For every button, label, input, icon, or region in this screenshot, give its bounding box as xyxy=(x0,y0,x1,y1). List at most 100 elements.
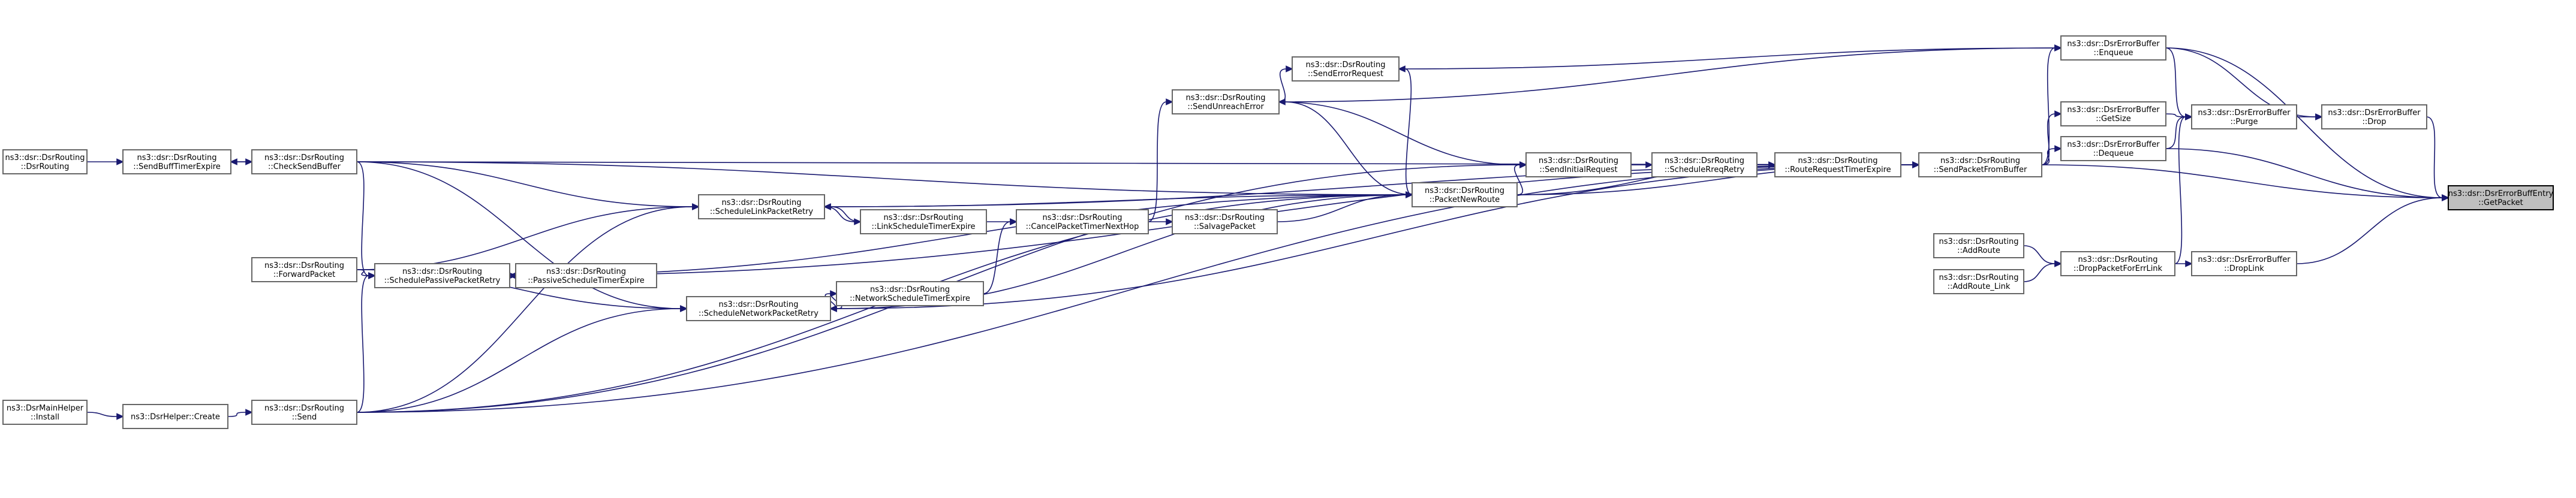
graph-node-schedulepassivepacketretry[interactable]: ns3::dsr::DsrRouting::SchedulePassivePac… xyxy=(374,263,510,288)
graph-node-salvagepacket[interactable]: ns3::dsr::DsrRouting::SalvagePacket xyxy=(1172,209,1278,234)
node-label-line: ::Enqueue xyxy=(2094,49,2133,58)
node-label-line: ns3::dsr::DsrErrorBuffer xyxy=(2198,108,2291,117)
graph-node-send[interactable]: ns3::dsr::DsrRouting::Send xyxy=(251,400,357,425)
graph-node-sendinitialrequest[interactable]: ns3::dsr::DsrRouting::SendInitialRequest xyxy=(1525,152,1632,177)
node-label-line: ns3::dsr::DsrRouting xyxy=(2078,255,2158,264)
graph-node-getpacket[interactable]: ns3::dsr::DsrErrorBuffEntry::GetPacket xyxy=(2448,185,2554,210)
graph-node-linkscheduletimerexpire[interactable]: ns3::dsr::DsrRouting::LinkScheduleTimerE… xyxy=(860,209,987,234)
node-label-line: ::ScheduleRreqRetry xyxy=(1665,165,1745,174)
graph-node-droppacketforerrlink[interactable]: ns3::dsr::DsrRouting::DropPacketForErrLi… xyxy=(2060,251,2175,276)
node-label-line: ns3::dsr::DsrRouting xyxy=(722,198,802,207)
node-box xyxy=(836,281,984,306)
node-label-line: ns3::dsr::DsrRouting xyxy=(1306,61,1386,70)
edge-arrowhead xyxy=(692,203,700,210)
node-box xyxy=(251,400,357,425)
graph-node-sendbufftimerexpire[interactable]: ns3::dsr::DsrRouting::SendBuffTimerExpir… xyxy=(122,149,231,174)
edge-arrowhead xyxy=(2054,110,2062,117)
graph-node-senderrorrequest[interactable]: ns3::dsr::DsrRouting::SendErrorRequest xyxy=(1292,56,1400,82)
node-box xyxy=(1016,209,1149,234)
node-label-line: ::Send xyxy=(292,413,317,422)
node-label-line: ns3::dsr::DsrRouting xyxy=(137,153,217,162)
graph-node-droplink[interactable]: ns3::dsr::DsrErrorBuffer::DropLink xyxy=(2191,251,2297,276)
node-box xyxy=(2,400,88,425)
node-box xyxy=(686,296,831,321)
node-label-line: ns3::dsr::DsrErrorBuffer xyxy=(2067,140,2160,149)
edge-arrowhead xyxy=(1645,161,1653,168)
node-box xyxy=(1525,152,1632,177)
edge-arrowhead xyxy=(1166,218,1173,225)
edge-line xyxy=(356,161,681,309)
node-box xyxy=(1172,89,1280,114)
node-label-line: ::SendBuffTimerExpire xyxy=(133,162,221,171)
edge-arrowhead xyxy=(1286,65,1293,73)
edge-arrowhead xyxy=(2054,260,2062,267)
edge-line xyxy=(1398,47,2056,70)
graph-node-dsrrouting[interactable]: ns3::dsr::DsrRouting::DsrRouting xyxy=(2,149,88,174)
graph-node-purge[interactable]: ns3::dsr::DsrErrorBuffer::Purge xyxy=(2191,104,2297,129)
graph-node-checksendbuffer[interactable]: ns3::dsr::DsrRouting::CheckSendBuffer xyxy=(251,149,357,174)
edge-line xyxy=(2165,116,2186,149)
node-label-line: ns3::dsr::DsrRouting xyxy=(1798,156,1878,165)
node-label-line: ns3::dsr::DsrErrorBuffEntry xyxy=(2448,189,2554,198)
node-label-line: ns3::dsr::DsrErrorBuffer xyxy=(2067,105,2160,114)
node-label-line: ::AddRoute_Link xyxy=(1948,282,2011,291)
graph-node-sendpacketfrombuffer[interactable]: ns3::dsr::DsrRouting::SendPacketFromBuff… xyxy=(1918,152,2042,177)
graph-node-routerequesttimerexpire[interactable]: ns3::dsr::DsrRouting::RouteRequestTimerE… xyxy=(1774,152,1901,177)
graph-node-schedulerreqretry[interactable]: ns3::dsr::DsrRouting::ScheduleRreqRetry xyxy=(1651,152,1758,177)
edge-line xyxy=(2023,245,2056,264)
graph-node-install[interactable]: ns3::DsrMainHelper::Install xyxy=(2,400,88,425)
node-box xyxy=(1412,182,1518,207)
graph-node-sendunreacherror[interactable]: ns3::dsr::DsrRouting::SendUnreachError xyxy=(1172,89,1280,114)
graph-node-forwardpacket[interactable]: ns3::dsr::DsrRouting::ForwardPacket xyxy=(251,257,357,282)
graph-node-enqueue[interactable]: ns3::dsr::DsrErrorBuffer::Enqueue xyxy=(2060,35,2166,61)
graph-node-networkscheduletimerexpire[interactable]: ns3::dsr::DsrRouting::NetworkScheduleTim… xyxy=(836,281,984,306)
edge-arrowhead xyxy=(245,409,253,416)
edge-line xyxy=(2041,164,2443,198)
edge-sendpacketfrombuffer-to-dequeue xyxy=(2041,145,2062,165)
graph-node-drop[interactable]: ns3::dsr::DsrErrorBuffer::Drop xyxy=(2321,104,2427,129)
edge-line xyxy=(836,164,1919,309)
node-box xyxy=(1774,152,1901,177)
graph-node-packetnewroute[interactable]: ns3::dsr::DsrRouting::PacketNewRoute xyxy=(1412,182,1518,207)
node-label-line: ::Purge xyxy=(2231,117,2258,126)
edge-arrowhead xyxy=(2054,44,2062,52)
edge-senderrorrequest-to-enqueue xyxy=(1398,44,2062,70)
graph-node-dequeue[interactable]: ns3::dsr::DsrErrorBuffer::Dequeue xyxy=(2060,136,2166,161)
edge-line xyxy=(2426,116,2443,198)
node-box xyxy=(122,149,231,174)
node-box xyxy=(2448,185,2554,210)
node-box xyxy=(860,209,987,234)
graph-node-passivescheduletimerexpire[interactable]: ns3::dsr::DsrRouting::PassiveScheduleTim… xyxy=(515,263,657,288)
graph-node-addroute-link[interactable]: ns3::dsr::DsrRouting::AddRoute_Link xyxy=(1933,269,2024,294)
edge-line xyxy=(1284,101,1413,195)
node-label-line: ns3::dsr::DsrErrorBuffer xyxy=(2067,40,2160,49)
node-label-line: ::Install xyxy=(31,413,59,422)
edge-sendpacketfrombuffer-to-schedulenetworkpacketretry xyxy=(829,164,1919,312)
graph-node-getsize[interactable]: ns3::dsr::DsrErrorBuffer::GetSize xyxy=(2060,101,2166,126)
node-label-line: ::LinkScheduleTimerExpire xyxy=(871,222,975,231)
nodes-layer: ns3::dsr::DsrErrorBuffEntry::GetPacketns… xyxy=(2,35,2554,429)
node-label-line: ::ForwardPacket xyxy=(273,270,336,279)
graph-node-cancelpackettimernexthop[interactable]: ns3::dsr::DsrRouting::CancelPacketTimerN… xyxy=(1016,209,1149,234)
edge-dsrrouting-to-sendbufftimerexpire xyxy=(87,158,124,165)
edge-arrowhead xyxy=(2442,194,2449,201)
edge-line xyxy=(1404,68,1413,195)
graph-node-schedulelinkpacketretry[interactable]: ns3::dsr::DsrRouting::ScheduleLinkPacket… xyxy=(698,194,825,219)
edge-line xyxy=(1278,101,1521,165)
node-label-line: ns3::dsr::DsrRouting xyxy=(719,300,799,309)
node-label-line: ::DropLink xyxy=(2224,264,2264,273)
graph-node-create[interactable]: ns3::DsrHelper::Create xyxy=(122,404,228,429)
edge-line xyxy=(356,161,369,276)
edge-line xyxy=(2041,148,2056,165)
edge-line xyxy=(983,221,1011,294)
graph-node-addroute[interactable]: ns3::dsr::DsrRouting::AddRoute xyxy=(1933,233,2024,258)
graph-node-schedulenetworkpacketretry[interactable]: ns3::dsr::DsrRouting::ScheduleNetworkPac… xyxy=(686,296,831,321)
node-box xyxy=(2060,101,2166,126)
edge-arrowhead xyxy=(1278,98,1286,105)
edge-addroute_link-to-droppacketforerrlink xyxy=(2023,260,2062,282)
node-label-line: ns3::dsr::DsrRouting xyxy=(870,285,950,294)
edge-arrowhead xyxy=(829,305,837,312)
node-label-line: ::PacketNewRoute xyxy=(1430,195,1500,204)
edge-arrowhead xyxy=(230,158,237,165)
edge-line xyxy=(227,412,246,417)
